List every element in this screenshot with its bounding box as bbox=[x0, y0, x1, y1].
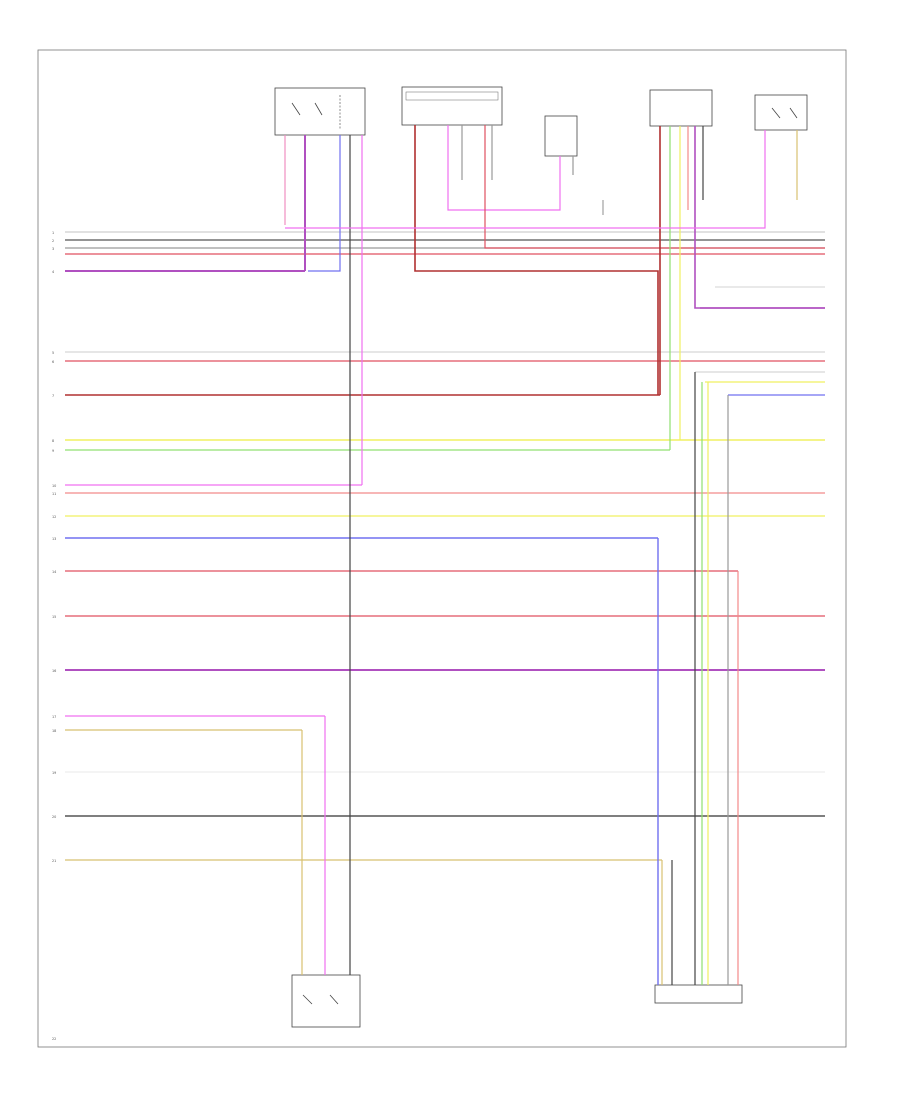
component-switch-bottom-left bbox=[291, 974, 361, 1028]
component-connector-top-right bbox=[649, 89, 713, 127]
terminal-label: 9 bbox=[52, 449, 54, 453]
component-control-module-top-center bbox=[401, 86, 503, 126]
terminal-label: 7 bbox=[52, 394, 54, 398]
terminal-label: 16 bbox=[52, 669, 56, 673]
terminal-label: 20 bbox=[52, 815, 56, 819]
terminal-label: 4 bbox=[52, 270, 54, 274]
terminal-label: 3 bbox=[52, 247, 54, 251]
terminal-label: 1 bbox=[52, 231, 54, 235]
terminal-label: 18 bbox=[52, 729, 56, 733]
terminal-label: 11 bbox=[52, 492, 56, 496]
component-switch-top-right bbox=[754, 94, 808, 131]
vertical-wires bbox=[284, 125, 825, 985]
terminal-label: 13 bbox=[52, 537, 56, 541]
terminal-label: 15 bbox=[52, 615, 56, 619]
component-sensor-top bbox=[544, 115, 578, 157]
component-switch-top-left bbox=[274, 87, 366, 136]
diagram-border bbox=[37, 49, 847, 1048]
terminal-label: 17 bbox=[52, 715, 56, 719]
terminal-label: 8 bbox=[52, 439, 54, 443]
terminal-label: 2 bbox=[52, 239, 54, 243]
terminal-label: 19 bbox=[52, 771, 56, 775]
terminal-label: 5 bbox=[52, 351, 54, 355]
bus-wires bbox=[65, 231, 825, 861]
terminal-label: 22 bbox=[52, 1037, 56, 1041]
terminal-label: 6 bbox=[52, 360, 54, 364]
terminal-label: 14 bbox=[52, 570, 56, 574]
terminal-label: 21 bbox=[52, 859, 56, 863]
terminal-label: 10 bbox=[52, 484, 56, 488]
terminal-label: 12 bbox=[52, 515, 56, 519]
component-module-bottom-right bbox=[654, 984, 743, 1004]
left-terminal-labels: 1 2 3 4 5 6 7 8 9 10 11 12 13 14 15 16 1… bbox=[52, 231, 56, 1041]
